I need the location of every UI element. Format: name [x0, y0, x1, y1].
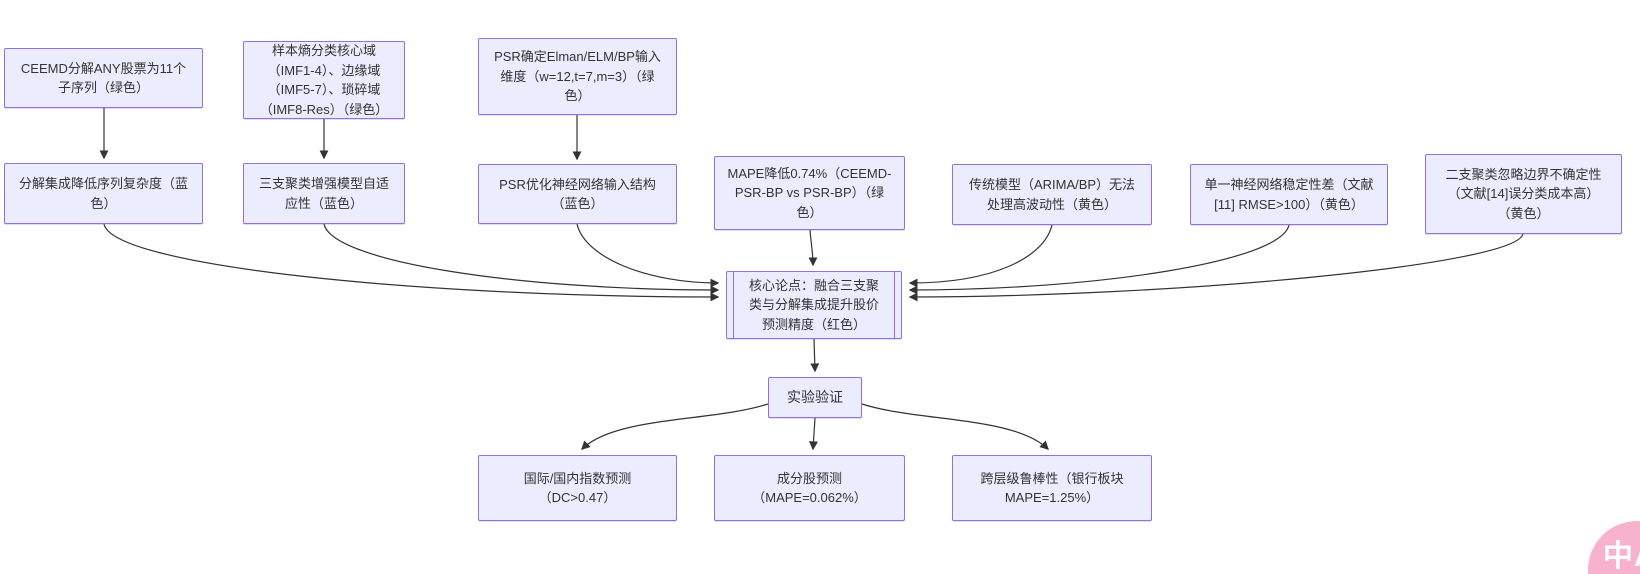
node-experiment-validation: 实验验证 [768, 377, 862, 418]
node-index-prediction: 国际/国内指数预测（DC>0.47） [478, 455, 677, 521]
node-core-thesis: 核心论点：融合三支聚类与分解集成提升股价预测精度（红色） [726, 271, 902, 339]
edge-psropt-core [576, 223, 720, 288]
node-psr-input-dimension: PSR确定Elman/ELM/BP输入维度（w=12,t=7,m=3）（绿色） [478, 38, 677, 115]
edge-twoway-core [908, 233, 1524, 302]
translate-icon: 中A [1603, 540, 1640, 573]
node-three-way-clustering: 三支聚类增强模型自适应性（蓝色） [243, 163, 405, 224]
edge-mape-core [808, 229, 818, 267]
edge-traditional-core [908, 224, 1053, 288]
node-psr-optimization: PSR优化神经网络输入结构（蓝色） [478, 164, 677, 224]
node-single-nn-instability: 单一神经网络稳定性差（文献[11] RMSE>100）（黄色） [1190, 164, 1388, 225]
edge-core-experiment [810, 338, 820, 373]
edge-experiment-robust [861, 403, 1049, 450]
node-ceemd-decomposition: CEEMD分解ANY股票为11个子序列（绿色） [4, 48, 203, 108]
node-mape-reduction: MAPE降低0.74%（CEEMD-PSR-BP vs PSR-BP）（绿色） [714, 156, 905, 230]
node-traditional-model-limit: 传统模型（ARIMA/BP）无法处理高波动性（黄色） [952, 164, 1152, 225]
node-two-way-clustering-limit: 二支聚类忽略边界不确定性（文献[14]误分类成本高）（黄色） [1425, 154, 1622, 234]
edge-experiment-index [581, 403, 769, 450]
node-decomposition-integration: 分解集成降低序列复杂度（蓝色） [4, 163, 203, 224]
edge-singlenn-core [908, 224, 1290, 295]
edge-experiment-stock [809, 417, 818, 451]
node-cross-level-robustness: 跨层级鲁棒性（银行板块MAPE=1.25%） [952, 455, 1152, 521]
translate-badge-button[interactable]: 中A [1588, 521, 1640, 574]
node-sample-entropy-classification: 样本熵分类核心域（IMF1-4）、边缘域（IMF5-7）、琐碎域（IMF8-Re… [243, 41, 405, 119]
edge-decomp-core [103, 223, 720, 302]
node-constituent-stock-prediction: 成分股预测（MAPE=0.062%） [714, 455, 905, 521]
edge-threeway-core [323, 223, 720, 295]
